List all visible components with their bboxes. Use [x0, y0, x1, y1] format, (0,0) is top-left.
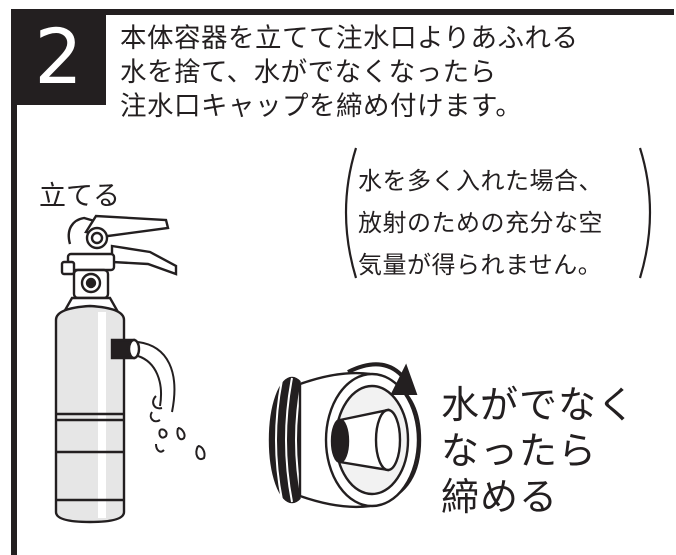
note-line: 水を多く入れた場合、: [358, 167, 603, 195]
result-line: 締める: [441, 475, 559, 519]
cap-icon: [268, 371, 422, 509]
step-panel-frame: [11, 9, 674, 555]
instruction-line: 水を捨て、水がでなくなったら: [120, 57, 497, 88]
note-line: 気量が得られません。: [358, 251, 603, 279]
instruction-text: 本体容器を立てて注水口よりあふれる 水を捨て、水がでなくなったら 注水口キャップ…: [120, 22, 578, 124]
step-number: 2: [34, 12, 83, 101]
step-number-box: 2: [11, 9, 106, 105]
warning-note: 水を多く入れた場合、 放射のための充分な空 気量が得られません。: [358, 160, 603, 286]
note-brackets: [344, 147, 652, 279]
tighten-instruction: 水がでなく なったら 締める: [441, 382, 636, 520]
note-line: 放射のための充分な空: [358, 209, 603, 237]
rotate-arrow-icon: [347, 362, 418, 395]
instruction-line: 注水口キャップを締め付けます。: [120, 91, 523, 122]
stand-upright-label: 立てる: [39, 181, 120, 212]
result-line: 水がでなく: [441, 383, 637, 427]
fire-extinguisher-icon: [54, 214, 178, 524]
water-drops-icon: [137, 341, 206, 460]
instruction-line: 本体容器を立てて注水口よりあふれる: [120, 23, 579, 54]
result-line: なったら: [441, 429, 598, 473]
